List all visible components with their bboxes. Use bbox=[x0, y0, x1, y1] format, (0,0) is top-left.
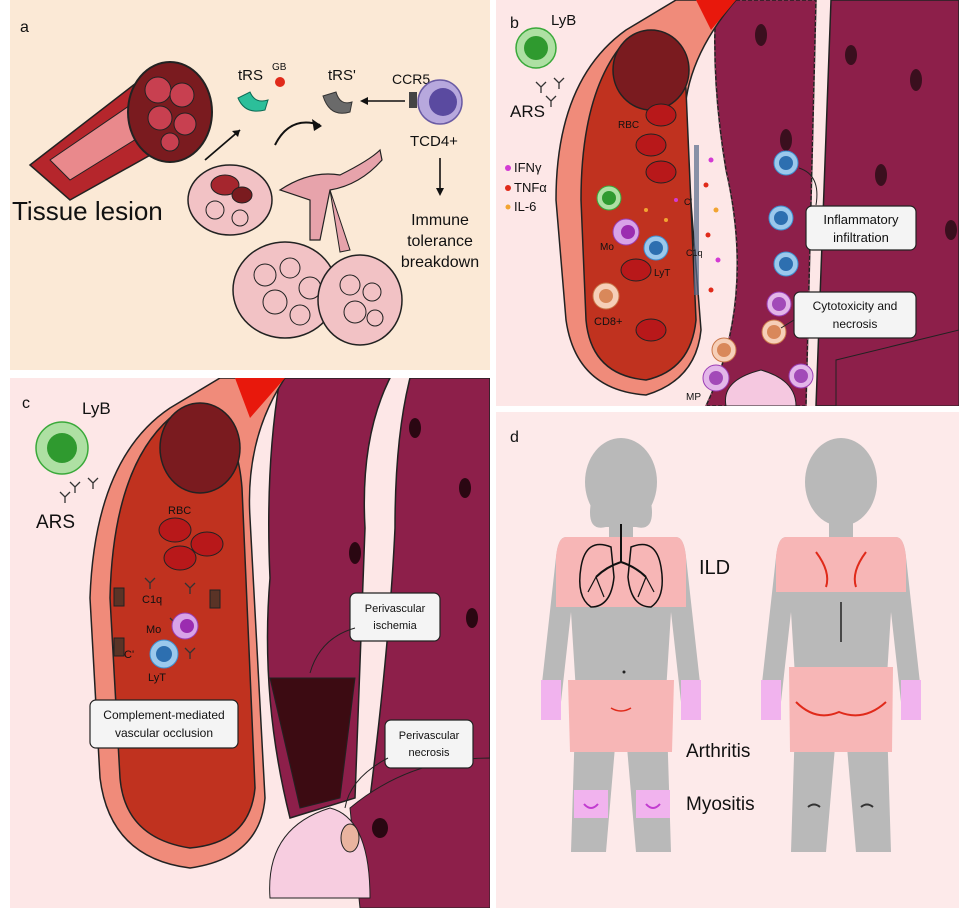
inflam-callout-line bbox=[798, 167, 818, 206]
cyto-callout-line bbox=[780, 319, 795, 329]
panel-b-letter: b bbox=[510, 15, 519, 32]
tnf-dot-icon bbox=[505, 185, 511, 191]
granzyme-b-dot bbox=[275, 77, 285, 87]
infiltrating-t-cells bbox=[702, 150, 814, 392]
muscle-fibers bbox=[705, 0, 959, 406]
lungs-icon bbox=[579, 524, 663, 608]
necrosis-arrow bbox=[344, 757, 389, 809]
isch-line2: ischemia bbox=[373, 620, 417, 632]
muscle-bundle-illustration bbox=[28, 61, 213, 201]
ccr5-receptor-icon bbox=[409, 92, 417, 108]
trs-prime-label: tRS' bbox=[328, 67, 356, 84]
cyto-line2: necrosis bbox=[833, 317, 878, 331]
ischemia-arrow bbox=[309, 627, 356, 674]
back-body-silhouette bbox=[761, 438, 921, 852]
necr-line1: Perivascular bbox=[399, 730, 460, 742]
perivascular-necrosis-box bbox=[384, 719, 474, 769]
immune-line2: tolerance bbox=[407, 233, 473, 250]
comp-line1: Complement-mediated bbox=[103, 708, 224, 722]
complement-occlusion-box bbox=[89, 699, 239, 749]
panel-d: d ILD Arthr bbox=[496, 412, 959, 908]
mp-label: MP bbox=[686, 392, 701, 403]
necrotic-fiber bbox=[724, 369, 797, 406]
ifn-dot-icon bbox=[505, 165, 511, 171]
lyb-label: LyB bbox=[551, 12, 576, 29]
ars-label-c: ARS bbox=[36, 512, 75, 533]
immune-line3: breakdown bbox=[401, 254, 479, 271]
tissue-lesion-label: Tissue lesion bbox=[12, 196, 163, 226]
rbc-label: RBC bbox=[618, 120, 639, 131]
antibody-icons-c bbox=[59, 477, 99, 503]
ars-label: ARS bbox=[510, 102, 545, 121]
trs-label: tRS bbox=[238, 67, 263, 84]
il6-dot-icon bbox=[505, 204, 511, 210]
rbc-label-c: RBC bbox=[168, 505, 191, 517]
muscle-fibers-c bbox=[266, 378, 490, 908]
isch-line1: Perivascular bbox=[365, 603, 426, 615]
lyb-label-c: LyB bbox=[82, 399, 111, 418]
c1q-label-c: C1q bbox=[142, 594, 162, 606]
myositis-label: Myositis bbox=[686, 794, 755, 815]
ifn-label: IFNγ bbox=[514, 160, 542, 175]
ccr5-label: CCR5 bbox=[392, 71, 430, 87]
mo-label: Mo bbox=[600, 242, 614, 253]
il6-label: IL-6 bbox=[514, 199, 536, 214]
arrow-to-trs bbox=[204, 129, 241, 161]
panel-a-letter: a bbox=[20, 19, 29, 36]
cytotoxicity-box bbox=[793, 291, 917, 339]
panel-b: RBC b LyB ARS IFNγ TNFα IL-6 Mo LyT CD8+… bbox=[496, 0, 959, 406]
gb-label: GB bbox=[272, 62, 287, 73]
inflam-line2: infiltration bbox=[833, 230, 889, 245]
red-blood-cells bbox=[620, 103, 677, 342]
inflam-line1: Inflammatory bbox=[823, 212, 899, 227]
front-body-silhouette bbox=[541, 438, 701, 852]
comp-line2: vascular occlusion bbox=[115, 726, 213, 740]
tcd4-label: TCD4+ bbox=[410, 133, 458, 150]
tnf-label: TNFα bbox=[514, 180, 547, 195]
panel-c: RBC c LyB ARS C1q Mo C' LyT Complement-m… bbox=[10, 378, 490, 908]
inflammatory-infiltration-box bbox=[805, 205, 917, 251]
perivascular-ischemia-box bbox=[349, 592, 441, 642]
necr-line2: necrosis bbox=[409, 747, 450, 759]
lyt-label-c: LyT bbox=[148, 672, 166, 684]
ild-label: ILD bbox=[699, 557, 730, 579]
complement-deposits-c bbox=[113, 587, 221, 657]
immune-line1: Immune bbox=[411, 212, 469, 229]
c-prime-label: C' bbox=[684, 197, 692, 207]
mo-label-c: Mo bbox=[146, 624, 161, 636]
antibody-icons bbox=[535, 77, 565, 107]
alveoli-illustration bbox=[187, 148, 403, 346]
c-prime-label-c: C' bbox=[124, 649, 134, 661]
cd8-label: CD8+ bbox=[594, 316, 622, 328]
panel-d-letter: d bbox=[510, 429, 519, 446]
complement-deposits bbox=[644, 145, 721, 295]
lyt-label: LyT bbox=[654, 268, 670, 279]
panel-a: a Tissue lesion tRS GB tRS' CCR5 TCD4+ I… bbox=[10, 0, 490, 370]
trs-prime-molecule-icon bbox=[322, 91, 353, 114]
arthritis-label: Arthritis bbox=[686, 741, 750, 762]
c1q-label: C1q bbox=[686, 248, 703, 258]
cyto-line1: Cytotoxicity and bbox=[813, 299, 898, 313]
panel-c-letter: c bbox=[22, 395, 30, 412]
trs-molecule-icon bbox=[237, 91, 269, 112]
